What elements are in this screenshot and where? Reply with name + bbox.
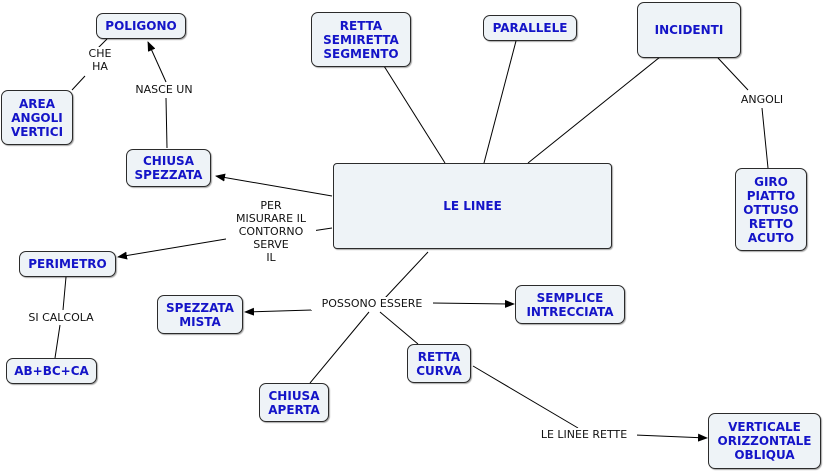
edge-perimetro-sicalcola <box>62 276 67 311</box>
node-incidenti[interactable]: INCIDENTI <box>637 2 741 58</box>
edge-possono-rettacurva <box>379 311 419 345</box>
label-che-ha: CHE HA <box>83 47 117 73</box>
node-poligono[interactable]: POLIGONO <box>96 13 186 39</box>
edge-poligono-cheha <box>97 38 108 49</box>
label-si-calcola: SI CALCOLA <box>20 311 102 324</box>
edge-lelinee-chiusaspezzata <box>215 173 333 197</box>
edge-chiusa-nasceun <box>165 97 168 149</box>
edge-incidenti-angoli <box>717 57 749 91</box>
edge-lelinee-parallele <box>483 40 517 164</box>
label-per-misurare: PER MISURARE IL CONTORNO SERVE IL <box>226 199 316 264</box>
edge-permisurare-perimetro <box>117 237 233 260</box>
node-chiusa-spezzata[interactable]: CHIUSA SPEZZATA <box>126 149 211 187</box>
node-verticale-orizzontale-obliqua[interactable]: VERTICALE ORIZZONTALE OBLIQUA <box>708 413 821 469</box>
label-possono-essere: POSSONO ESSERE <box>311 297 433 310</box>
node-parallele[interactable]: PARALLELE <box>483 15 577 41</box>
edge-lelinee-incidenti <box>527 56 661 164</box>
edge-sicalcola-abbcca <box>54 324 61 359</box>
node-semplice-intrecciata[interactable]: SEMPLICE INTRECCIATA <box>515 285 625 324</box>
node-area-angoli-vertici[interactable]: AREA ANGOLI VERTICI <box>1 90 73 145</box>
edge-rettacurva-lelineerette <box>472 365 579 429</box>
edge-possono-chiusaaperta <box>309 311 370 384</box>
label-le-linee-rette: LE LINEE RETTE <box>531 428 637 441</box>
node-le-linee[interactable]: LE LINEE <box>333 163 612 249</box>
label-nasce-un: NASCE UN <box>129 83 199 96</box>
edge-lelineerette-verticale <box>633 433 708 442</box>
edge-cheha-area <box>71 75 86 91</box>
node-perimetro[interactable]: PERIMETRO <box>19 251 116 277</box>
node-giro-piatto-ottuso-retto-acuto[interactable]: GIRO PIATTO OTTUSO RETTO ACUTO <box>735 168 807 251</box>
edge-nasceun-poligono <box>147 41 167 83</box>
edge-lelinee-possono <box>384 251 429 299</box>
node-abbcca[interactable]: AB+BC+CA <box>6 358 97 384</box>
edge-possono-semplice <box>431 299 515 308</box>
edge-angoli-giro <box>761 107 769 169</box>
node-retta-semiretta-segmento[interactable]: RETTA SEMIRETTA SEGMENTO <box>311 12 411 67</box>
label-angoli: ANGOLI <box>733 93 791 106</box>
node-spezzata-mista[interactable]: SPEZZATA MISTA <box>157 295 243 334</box>
node-retta-curva[interactable]: RETTA CURVA <box>407 344 471 383</box>
node-chiusa-aperta[interactable]: CHIUSA APERTA <box>259 383 329 422</box>
edge-lelinee-retta <box>383 65 446 164</box>
edge-possono-spezzata <box>244 307 313 316</box>
